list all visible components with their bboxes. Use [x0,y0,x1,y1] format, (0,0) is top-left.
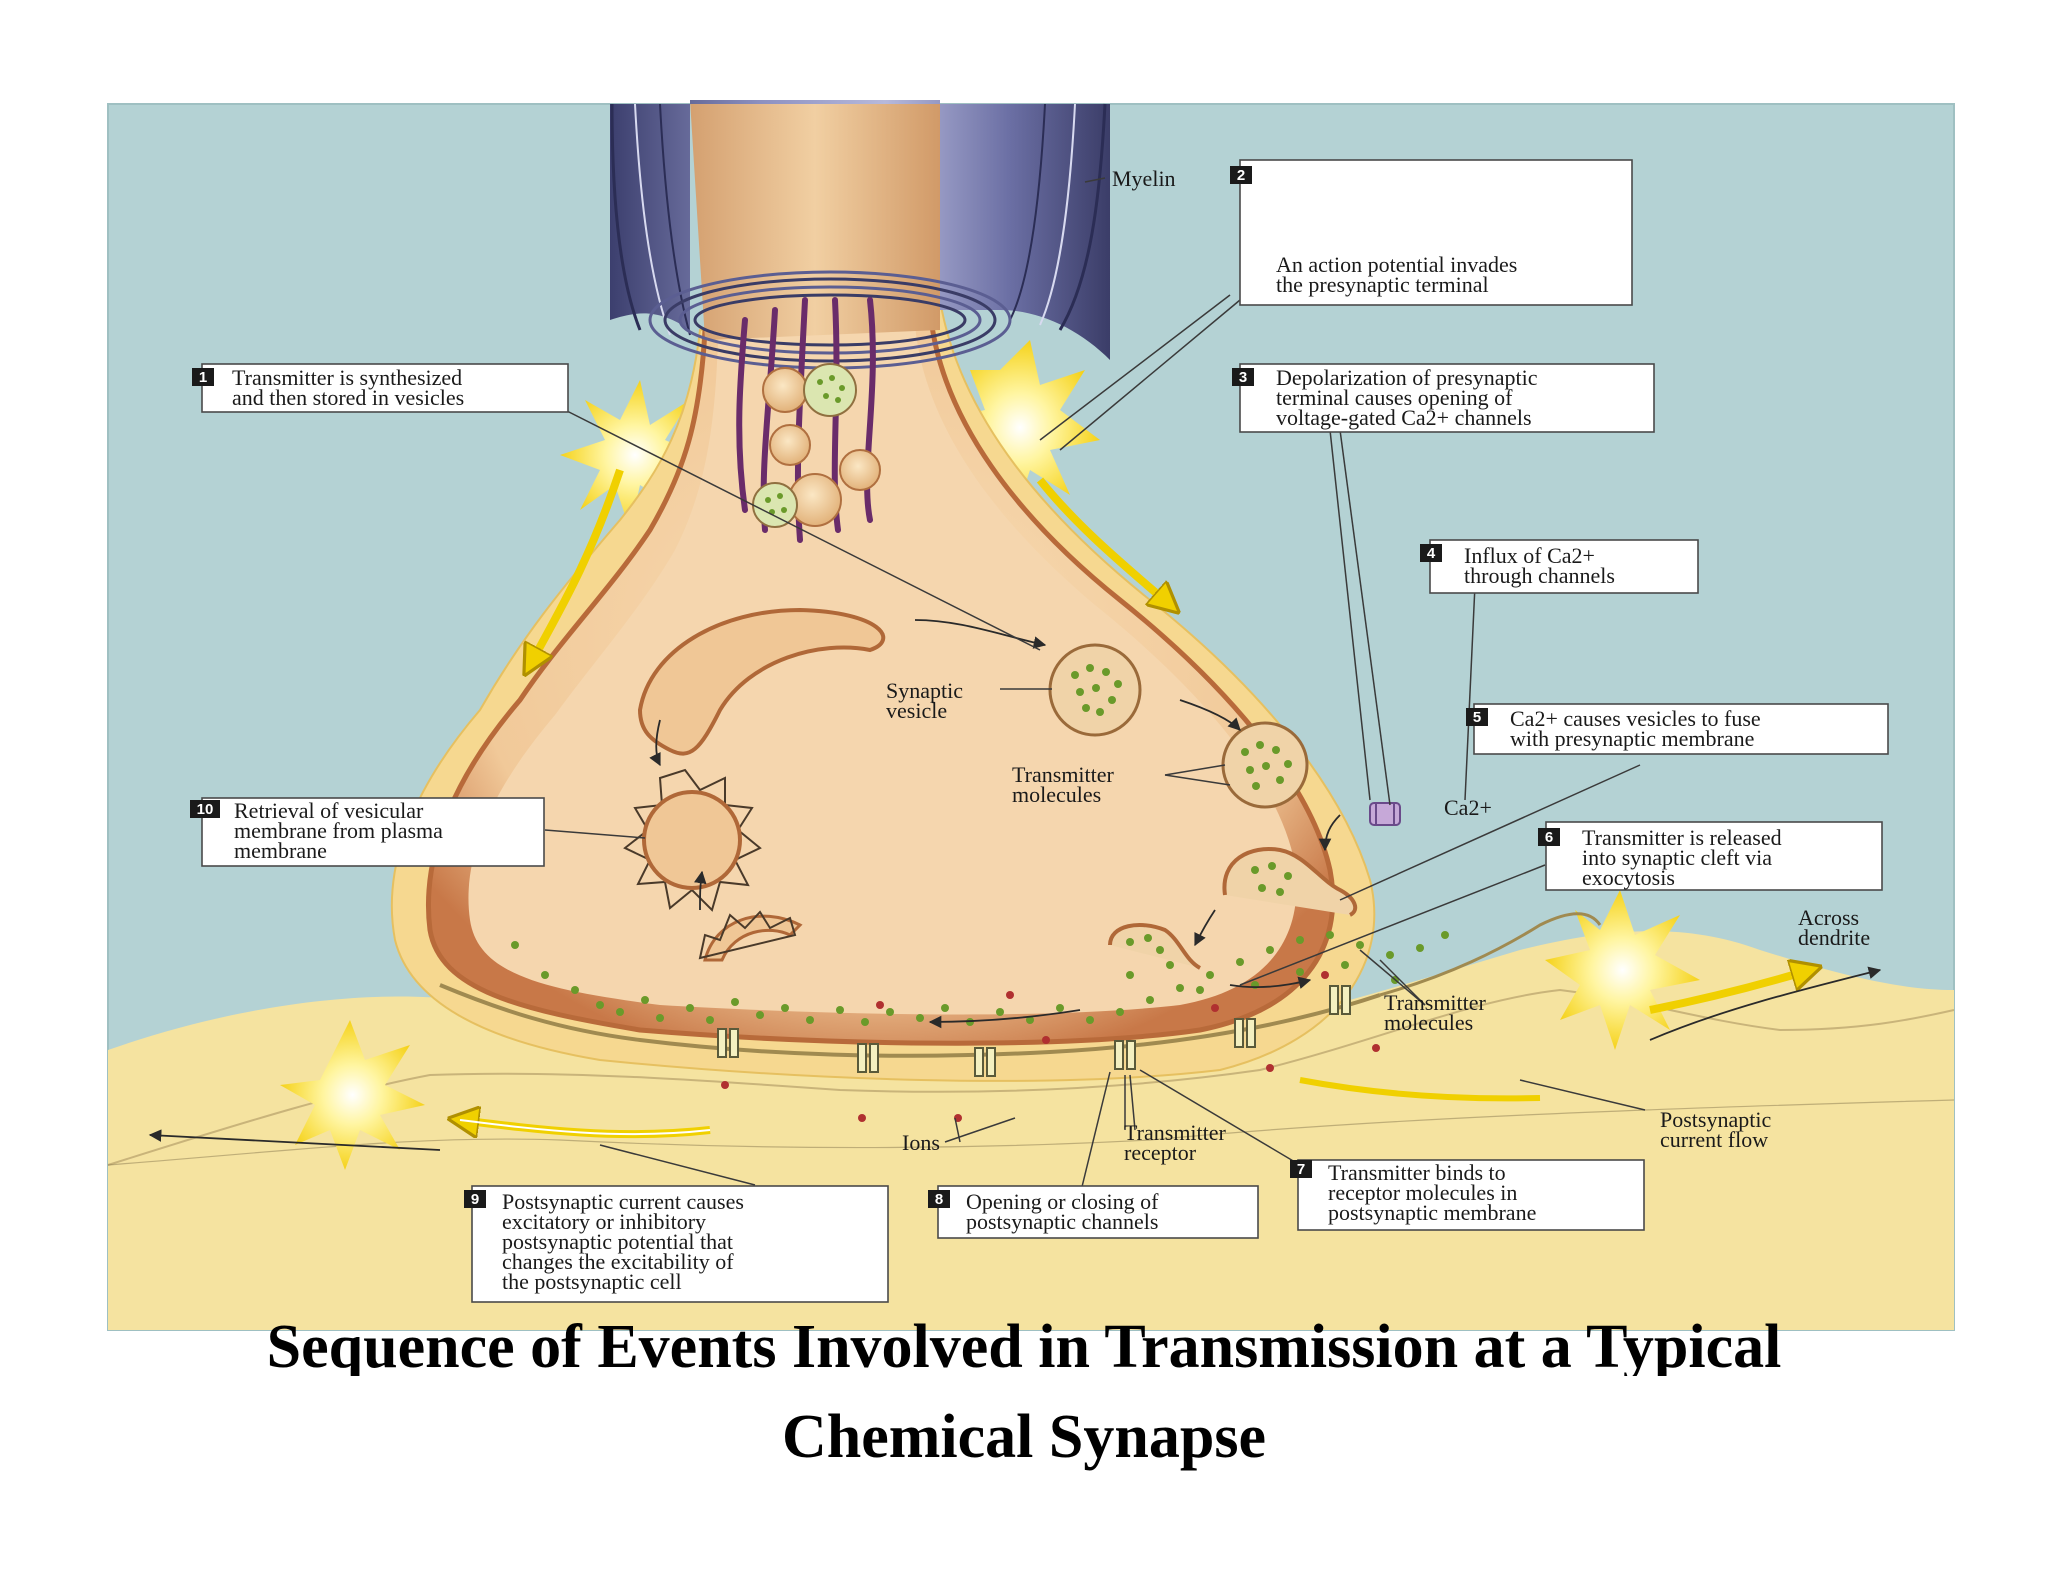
step-7-line-1: Transmitter binds to [1328,1160,1506,1185]
synaptic-vesicle-label-2: vesicle [886,698,947,723]
step-2-line-1: An action potential invades [1276,252,1517,277]
cleft-transmitter-molecules [511,931,1449,1026]
calcium-label: Ca2+ [1444,795,1492,820]
step-8-line-1: Opening or closing of [966,1189,1159,1214]
vesicle-transmitter [1071,664,1292,790]
step-9-line-1: Postsynaptic current causes [502,1189,744,1214]
step-7-line-3: postsynaptic membrane [1328,1200,1536,1225]
step-5-callout: 5 Ca2+ causes vesicles to fuse with pres… [1466,703,1889,755]
cleft-transmitter-label: Transmitter [1384,990,1487,1015]
step-2-line-2: the presynaptic terminal [1276,272,1489,297]
coated-vesicle [623,768,803,962]
step-9-line-5: the postsynaptic cell [502,1269,682,1294]
page-title-line-2: Chemical Synapse [782,1403,1266,1471]
inner-transmitter-label-2: molecules [1012,782,1101,807]
step-5-line-1: Ca2+ causes vesicles to fuse [1510,706,1761,731]
calcium-channel [1369,802,1401,826]
step-1-callout: 1 Transmitter is synthesized and then st… [192,363,569,413]
page-title-line-1: Sequence of Events Involved in Transmiss… [266,1313,1782,1376]
step-4-callout: 4 Influx of Ca2+ through channels [1420,539,1699,594]
step-1-number: 1 [199,369,207,386]
process-arrows [148,619,1882,1151]
step-5-number: 5 [1473,709,1481,726]
mitochondrion [637,607,886,756]
postsynaptic-flow-label: Postsynaptic [1660,1107,1771,1132]
step-1-line-1: Transmitter is synthesized [232,365,462,390]
step-9-number: 9 [471,1191,479,1208]
step-7-callout: 7 Transmitter binds to receptor molecule… [1290,1159,1645,1231]
step-9-line-4: changes the excitability of [502,1249,734,1274]
step-6-line-1: Transmitter is released [1582,825,1782,850]
step-7-line-2: receptor molecules in [1328,1180,1517,1205]
leader-lines [544,177,1646,1196]
ions [721,971,1380,1122]
receptor-label-2: receptor [1124,1140,1197,1165]
transmitter-receptor [717,985,1351,1077]
receptor-label: Transmitter [1124,1120,1227,1145]
across-dendrite-label-2: dendrite [1798,925,1870,950]
step-8-number: 8 [935,1191,943,1208]
cleft-transmitter-label-2: molecules [1384,1010,1473,1035]
step-3-line-2: terminal causes opening of [1276,385,1513,410]
myelin-label: Myelin [1112,166,1176,191]
step-6-line-2: into synaptic cleft via [1582,845,1772,870]
step-9-callout: 9 Postsynaptic current causes excitatory… [464,1185,889,1303]
across-dendrite-label: Across [1798,905,1859,930]
step-10-line-3: membrane [234,838,327,863]
step-7-number: 7 [1297,1161,1305,1178]
myelin-sheath [610,100,1110,370]
step-10-line-1: Retrieval of vesicular [234,798,424,823]
synaptic-vesicle-label: Synaptic [886,678,963,703]
step-2-number: 2 [1237,167,1245,184]
step-9-line-2: excitatory or inhibitory [502,1209,706,1234]
step-1-line-2: and then stored in vesicles [232,385,464,410]
step-8-line-2: postsynaptic channels [966,1209,1158,1234]
step-4-line-1: Influx of Ca2+ [1464,543,1595,568]
step-3-line-1: Depolarization of presynaptic [1276,365,1538,390]
step-2-callout: 2 An action potential invades the presyn… [1230,159,1633,306]
step-3-callout: 3 Depolarization of presynaptic terminal… [1232,363,1655,433]
ions-label: Ions [902,1130,940,1155]
axon-vesicles [752,363,881,528]
step-6-line-3: exocytosis [1582,865,1675,890]
inner-transmitter-label: Transmitter [1012,762,1115,787]
step-9-line-3: postsynaptic potential that [502,1229,733,1254]
step-6-number: 6 [1545,829,1553,846]
step-3-number: 3 [1239,369,1247,386]
step-5-line-2: with presynaptic membrane [1510,726,1754,751]
step-3-line-3: voltage-gated Ca2+ channels [1276,405,1532,430]
step-10-line-2: membrane from plasma [234,818,443,843]
step-6-callout: 6 Transmitter is released into synaptic … [1538,821,1883,891]
step-10-number: 10 [197,801,214,818]
step-4-line-2: through channels [1464,563,1615,588]
step-10-callout: 10 Retrieval of vesicular membrane from … [190,797,545,867]
postsynaptic-flow-label-2: current flow [1660,1127,1768,1152]
step-8-callout: 8 Opening or closing of postsynaptic cha… [928,1185,1259,1239]
step-4-number: 4 [1427,545,1436,562]
